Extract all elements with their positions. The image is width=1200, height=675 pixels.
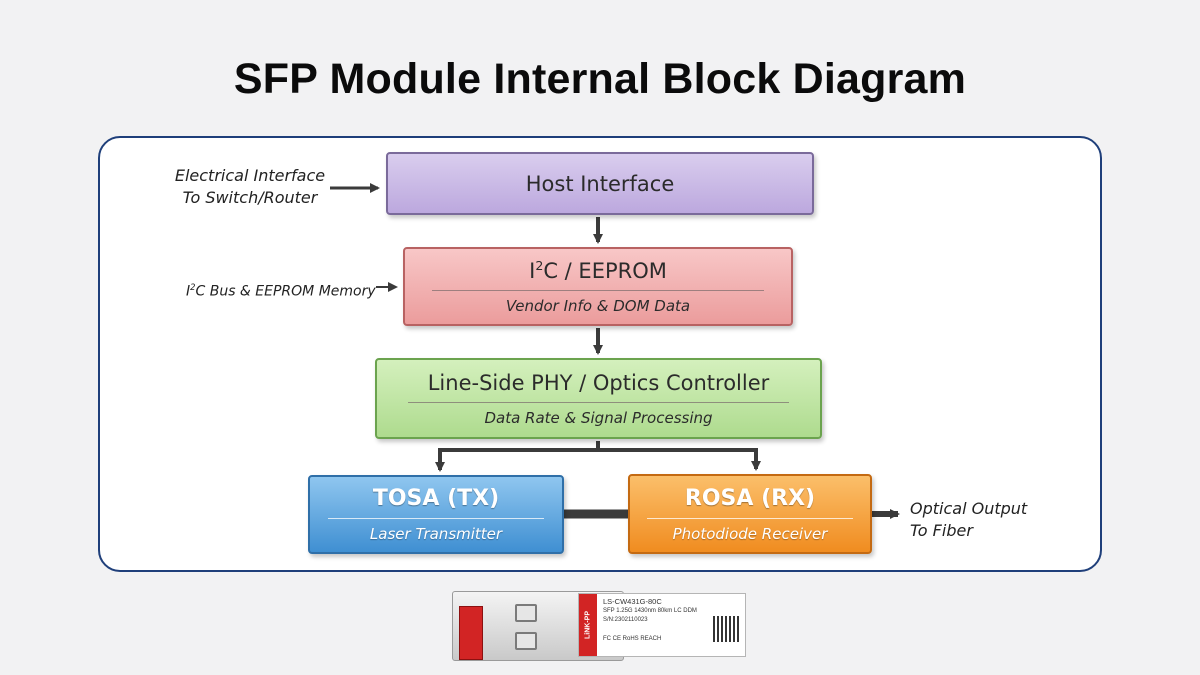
sfp-port-bottom [515, 632, 537, 650]
electrical-interface-label: Electrical Interface To Switch/Router [170, 165, 330, 209]
i2c-divider [432, 290, 764, 291]
sfp-module-photo: LiNK-PP LS-CW431G-80C SFP 1.25G 1430nm 8… [452, 585, 748, 665]
tosa-title: TOSA (TX) [372, 486, 500, 511]
phy-controller-title: Line-Side PHY / Optics Controller [427, 370, 770, 395]
sfp-port-top [515, 604, 537, 622]
host-interface-block: Host Interface [386, 152, 814, 215]
tosa-divider [327, 518, 545, 519]
diagram-title: SFP Module Internal Block Diagram [233, 55, 967, 103]
optical-output-line1: Optical Output [910, 499, 1028, 518]
optical-output-label: Optical Output To Fiber [910, 498, 1027, 542]
i2c-eeprom-block: I2C / EEPROM Vendor Info & DOM Data [403, 247, 793, 326]
rosa-subtitle: Photodiode Receiver [672, 524, 828, 543]
qr-code-icon [713, 616, 739, 642]
sfp-brand-logo: LiNK-PP [579, 594, 597, 656]
host-interface-title: Host Interface [525, 171, 675, 196]
i2c-bus-label: I2C Bus & EEPROM Memory [186, 282, 376, 300]
sfp-serial-number: S/N:2302110023 [603, 617, 648, 623]
i2c-eeprom-title: I2C / EEPROM [529, 258, 667, 283]
sfp-part-number: LS-CW431G-80C [603, 597, 662, 606]
phy-controller-subtitle: Data Rate & Signal Processing [484, 408, 713, 427]
i2c-eeprom-subtitle: Vendor Info & DOM Data [505, 297, 691, 315]
sfp-compliance-marks: FC CE RoHS REACH [603, 636, 662, 642]
electrical-interface-line1: Electrical Interface [174, 166, 326, 185]
sfp-latch-tab [459, 606, 483, 660]
sfp-spec-line: SFP 1.25G 1430nm 80km LC DDM [603, 608, 697, 614]
rosa-block: ROSA (RX) Photodiode Receiver [628, 474, 872, 554]
sfp-module-label: LiNK-PP LS-CW431G-80C SFP 1.25G 1430nm 8… [578, 593, 746, 657]
rosa-divider [646, 517, 854, 519]
electrical-interface-line2: To Switch/Router [182, 188, 318, 207]
rosa-title: ROSA (RX) [684, 485, 816, 511]
tosa-subtitle: Laser Transmitter [369, 525, 503, 543]
phy-controller-block: Line-Side PHY / Optics Controller Data R… [375, 358, 822, 439]
optical-output-line2: To Fiber [910, 521, 973, 540]
phy-divider [408, 401, 789, 403]
tosa-block: TOSA (TX) Laser Transmitter [308, 475, 564, 554]
